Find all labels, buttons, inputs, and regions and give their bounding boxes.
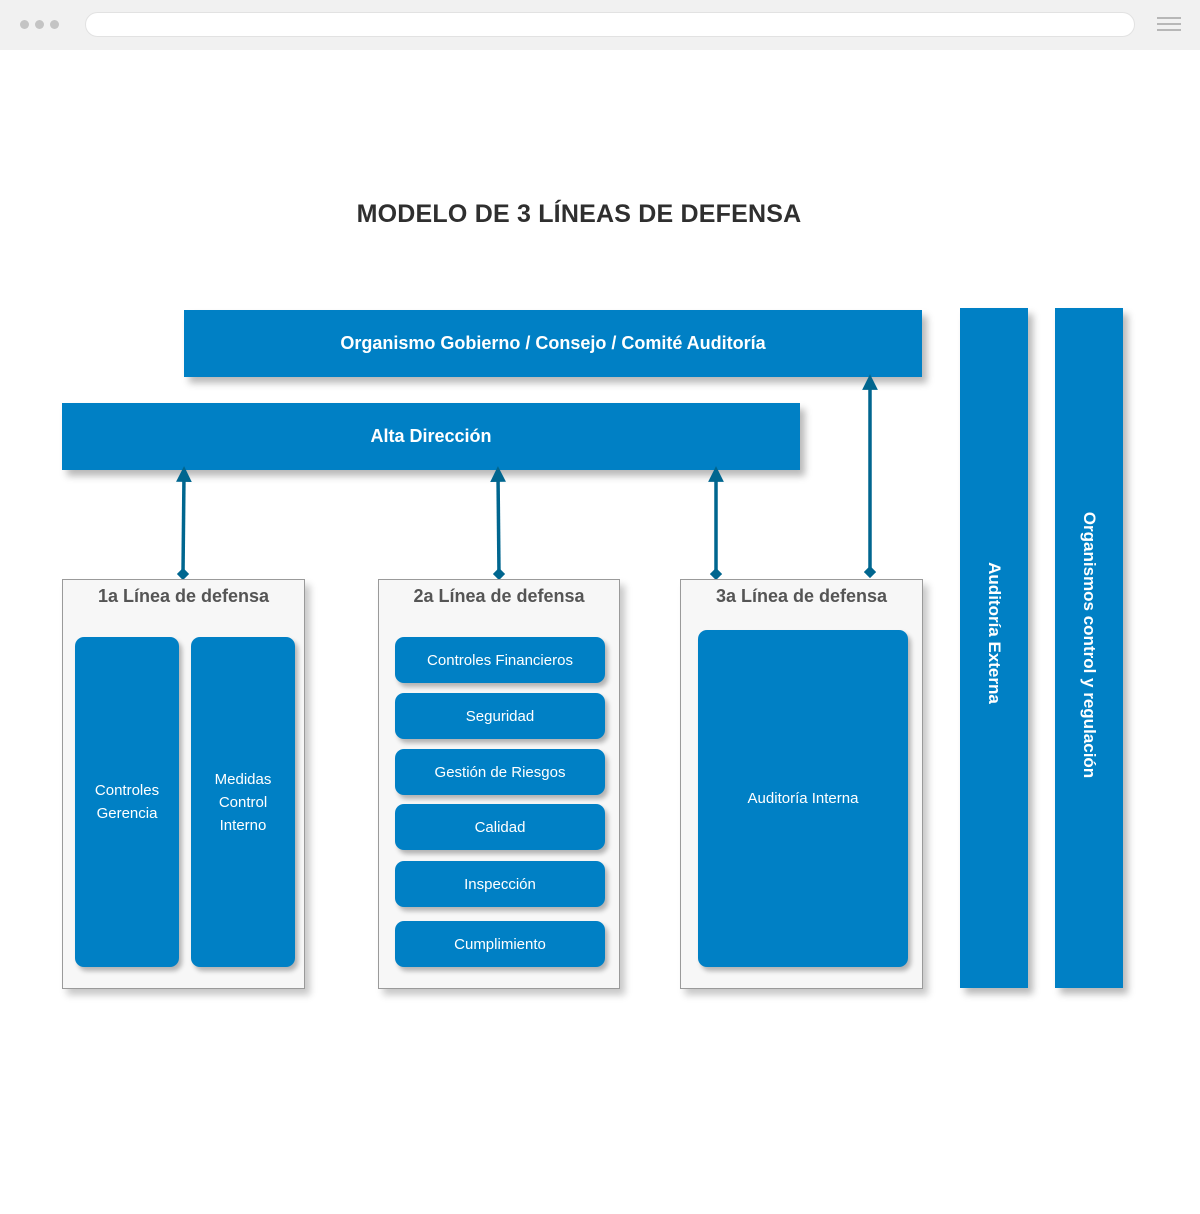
second-line-box: Calidad [395,804,605,850]
hamburger-menu-icon[interactable] [1157,17,1181,33]
third-line-title: 3a Línea de defensa [715,586,888,606]
second-line-box: Seguridad [395,693,605,739]
box-label-line: Interno [219,816,267,834]
address-bar[interactable] [85,12,1135,37]
senior-management-bar-label: Alta Dirección [370,426,492,446]
internal-control-box: Medidas Control Interno [191,637,295,967]
first-line-panel: 1a Línea de defensa Controles Gerencia M… [62,579,305,989]
box-label-line: Gerencia [96,805,158,822]
second-line-panel: 2a Línea de defensa Controles Financiero… [378,579,620,989]
senior-management-bar: Alta Dirección [62,403,800,470]
window-dot-icon [50,20,59,29]
window-dot-icon [35,20,44,29]
window-dot-icon [20,20,29,29]
browser-toolbar [0,0,1200,50]
management-controls-box: Controles Gerencia [75,637,179,967]
governance-bar: Organismo Gobierno / Consejo / Comité Au… [184,310,922,377]
second-line-box: Inspección [395,861,605,907]
diagram-title: MODELO DE 3 LÍNEAS DE DEFENSA [356,200,802,228]
box-label-line: Controles [94,782,160,799]
governance-bar-label: Organismo Gobierno / Consejo / Comité Au… [340,333,766,353]
second-line-box: Controles Financieros [395,637,605,683]
external-audit-bar: Auditoría Externa [960,308,1028,988]
regulators-bar: Organismos control y regulación [1055,308,1123,988]
second-line-box: Gestión de Riesgos [395,749,605,795]
box-label-line: Medidas [214,770,272,788]
third-line-panel: 3a Línea de defensa Auditoría Interna [680,579,923,989]
internal-audit-box: Auditoría Interna [698,630,908,967]
first-line-title: 1a Línea de defensa [97,586,270,606]
second-line-box: Cumplimiento [395,921,605,967]
second-line-connector [490,466,506,581]
first-line-connector [176,466,192,581]
box-label-line: Control [218,793,268,811]
second-line-title: 2a Línea de defensa [413,586,585,606]
